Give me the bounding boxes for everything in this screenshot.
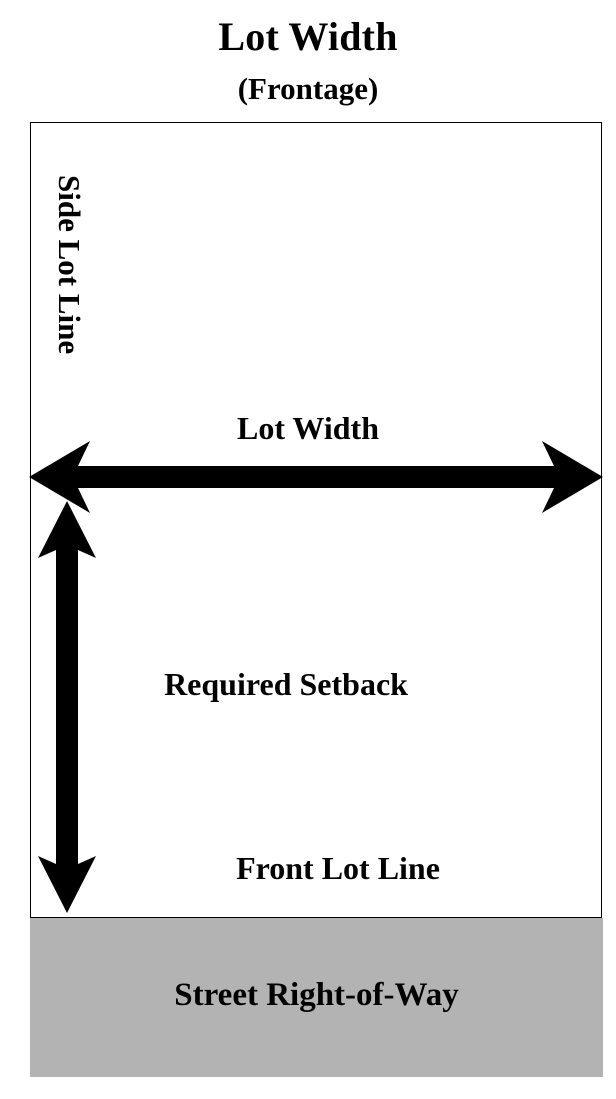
lot-boundary-box [30, 122, 602, 918]
page-subtitle: (Frontage) [237, 71, 379, 106]
street-right-of-way-band: Street Right-of-Way [30, 918, 603, 1077]
front-lot-line-label: Front Lot Line [236, 850, 440, 886]
required-setback-label: Required Setback [164, 666, 408, 702]
lot-width-dimension-label: Lot Width [237, 410, 379, 446]
side-lot-line-label: Side Lot Line [52, 175, 87, 355]
street-right-of-way-label: Street Right-of-Way [174, 977, 459, 1013]
page-title: Lot Width [218, 14, 398, 59]
